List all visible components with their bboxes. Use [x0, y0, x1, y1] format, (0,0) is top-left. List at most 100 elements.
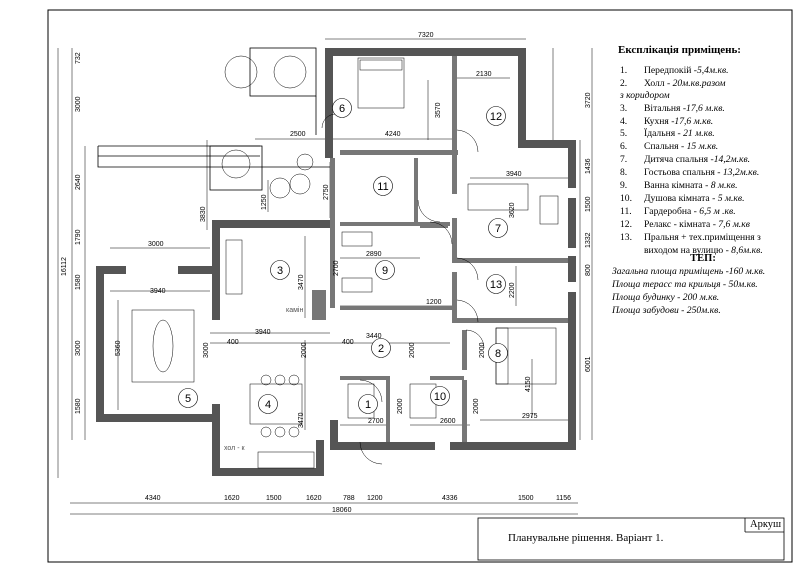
legend-item: 10. Душова кімната - 5 м.кв.	[612, 193, 794, 206]
legend-item-name: Ванна кімната -	[644, 180, 709, 192]
room-marker-circle	[488, 218, 508, 238]
dimension-text-vertical: 732 3000 2640 1790 1580 3000 1580 16112 …	[61, 52, 592, 428]
legend-item-area: 21 м.кв.	[683, 128, 715, 140]
legend-item-number: 9.	[620, 180, 628, 192]
sheet-label: Аркуш	[750, 519, 782, 530]
dim-2700v: 2700	[333, 260, 340, 276]
terrace-outline	[97, 47, 330, 191]
room-number: 2	[378, 343, 384, 355]
room-marker-circle	[375, 260, 395, 280]
dim-7320: 7320	[418, 32, 434, 39]
tep-line: Загальна площа приміщень -160 м.кв.	[612, 265, 766, 277]
room-marker-circle	[486, 106, 506, 126]
dim-2000d: 2000	[479, 342, 486, 358]
room-marker-circle	[486, 274, 506, 294]
room-number: 13	[490, 279, 502, 291]
dim-2975: 2975	[522, 413, 538, 420]
dim-3570: 3570	[435, 102, 442, 118]
room-number: 4	[265, 399, 271, 411]
room-marker-circle	[488, 343, 508, 363]
dim-4336: 4336	[442, 495, 458, 502]
dim-3000-left: 3000	[75, 96, 82, 112]
legend-item: 7.Дитяча спальня -14,2м.кв.	[612, 154, 794, 167]
legend-list: 1.Передпокій -5,4м.кв.2.Холл - 20м.кв.ра…	[612, 65, 794, 258]
dim-1500b: 1500	[518, 495, 534, 502]
door-swings	[321, 113, 485, 465]
dim-1500a: 1500	[266, 495, 282, 502]
legend-item-name: Спальня -	[644, 141, 687, 153]
legend-item: 8.Гостьова спальня - 13,2м.кв.	[612, 167, 794, 180]
dim-1580b: 1580	[75, 398, 82, 414]
dim-4340: 4340	[145, 495, 161, 502]
dim-2600: 2600	[440, 418, 456, 425]
dim-2000e: 2000	[397, 398, 404, 414]
legend-item-number: 7.	[620, 154, 628, 166]
dim-6001: 6001	[585, 356, 592, 372]
dim-1332: 1332	[585, 232, 592, 248]
legend-item-number: 2.	[620, 77, 628, 89]
exterior-walls	[96, 48, 576, 476]
dim-1620b: 1620	[306, 495, 322, 502]
legend-item-name: Гардеробна -	[644, 205, 700, 217]
dim-2750: 2750	[323, 184, 330, 200]
legend-item: 5.Їдальня - 21 м.кв.	[612, 128, 794, 141]
room-marker-circle	[358, 394, 378, 414]
legend-item-area: 8 м.кв.	[708, 180, 738, 192]
room-marker-circle	[371, 338, 391, 358]
legend-item-name: Релакс - кімната -	[644, 218, 719, 230]
legend-item-name: Душова кімната -	[644, 192, 716, 204]
dim-3000-left2: 3000	[75, 340, 82, 356]
legend-header: Експлікація приміщень:	[618, 44, 741, 56]
room-marker-circle	[430, 386, 450, 406]
legend-item-number: 1.	[620, 64, 628, 76]
dim-18060: 18060	[332, 507, 352, 514]
legend-item-area: 5 м.кв.	[715, 192, 745, 204]
legend-item-number: 12.	[620, 218, 632, 230]
dim-3940c: 3940	[255, 329, 271, 336]
legend-item-area: 15 м.кв.	[686, 141, 719, 153]
room-number: 9	[382, 265, 388, 277]
dim-400a: 400	[227, 339, 239, 346]
legend-item: 4.Кухня -17,6 м.кв.	[612, 116, 794, 129]
dim-3470b: 3470	[298, 412, 305, 428]
dim-800: 800	[585, 264, 592, 276]
legend-item: 11.Гардеробна - 6,5 м .кв.	[612, 206, 794, 219]
room-marker-circle	[178, 388, 198, 408]
legend-item: 9. Ванна кімната - 8 м.кв.	[612, 180, 794, 193]
legend-item: 2. Холл - 20м.кв.разом	[612, 78, 794, 91]
legend-item-name: Гостьова спальня -	[644, 167, 723, 179]
room-number: 8	[495, 348, 501, 360]
room-marker-circle	[258, 394, 278, 414]
dim-1250: 1250	[261, 194, 268, 210]
legend-item: 3.Вітальня -17,6 м.кв.	[612, 103, 794, 116]
hall-kitchen-label: хол - к	[224, 445, 245, 452]
room-number: 5	[185, 393, 191, 405]
tep-block: ТЕП: Загальна площа приміщень -160 м.кв.…	[612, 253, 794, 318]
legend-item-number: 10.	[620, 192, 632, 204]
legend-item-number: 5.	[620, 128, 628, 140]
dim-4240: 4240	[385, 131, 401, 138]
tep-line: Площа терасс та крильця - 50м.кв.	[612, 278, 758, 290]
title-block-text: Планувальне рішення. Варіант 1. Аркуш	[478, 518, 784, 560]
legend-item-area: 6,5 м .кв.	[699, 205, 736, 217]
legend-item-area: 20м.кв.разом	[672, 77, 726, 89]
fireplace-label: камін	[286, 306, 303, 314]
dim-4150: 4150	[525, 376, 532, 392]
dim-2000c: 2000	[409, 342, 416, 358]
dim-16112: 16112	[61, 257, 68, 276]
legend-item-name: Дитяча спальня -	[644, 154, 714, 166]
legend-item-number: 3.	[620, 102, 628, 114]
legend-item-area: 13,2м.кв.	[722, 167, 760, 179]
legend-item: 12.Релакс - кімната - 7,6 м.кв	[612, 219, 794, 232]
legend-item-name: Холл -	[644, 77, 673, 89]
legend-item: 13.Пральня + тех.приміщення з виходом на…	[612, 232, 794, 258]
dim-732: 732	[75, 52, 82, 64]
dim-2890: 2890	[366, 251, 382, 258]
dim-2640: 2640	[75, 174, 82, 190]
title-block	[477, 517, 785, 561]
dim-400b: 400	[342, 339, 354, 346]
legend-item-area: 17,6 м.кв.	[674, 115, 714, 127]
dim-3720: 3720	[585, 92, 592, 108]
legend-item-name: Передпокій -	[644, 64, 697, 76]
